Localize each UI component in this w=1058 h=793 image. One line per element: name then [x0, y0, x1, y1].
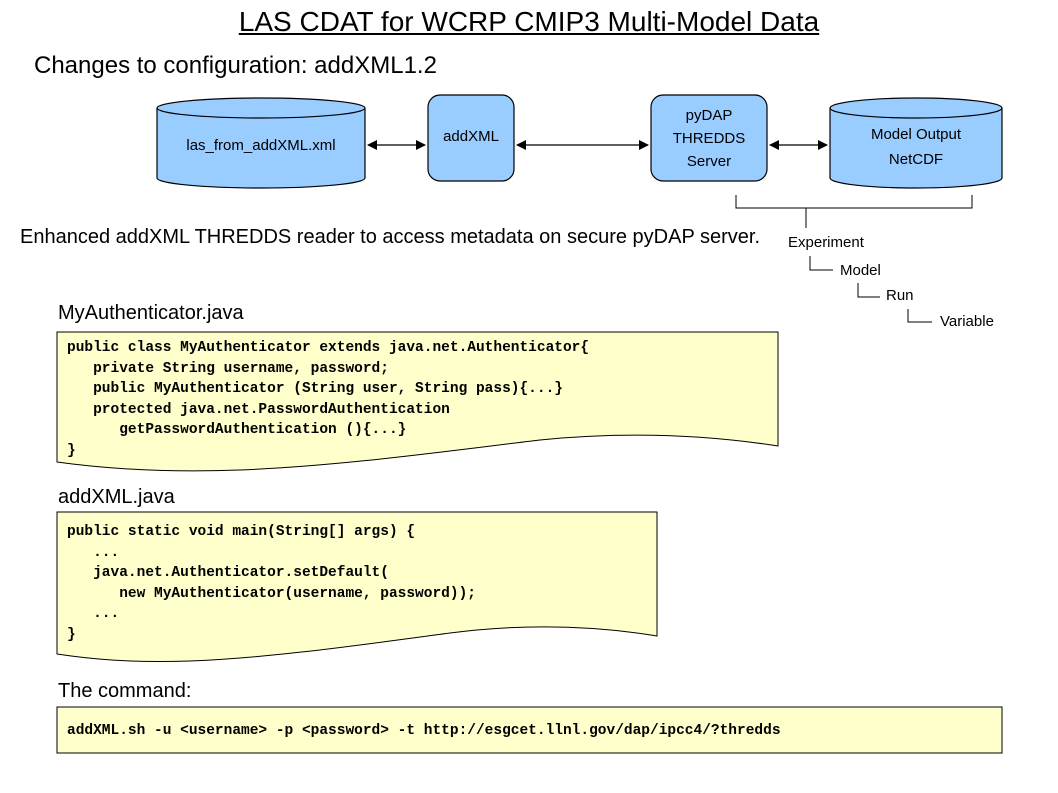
- model-output-label: Model Output NetCDF: [830, 122, 1002, 172]
- model-output-label-line-2: NetCDF: [888, 151, 944, 168]
- hierarchy-variable: Variable: [940, 313, 994, 330]
- command-code: addXML.sh -u <username> -p <password> -t…: [67, 723, 781, 739]
- server-box: [650, 94, 768, 182]
- las-file-cylinder: [156, 97, 366, 189]
- server-label-line-2: THREDDS: [672, 130, 746, 147]
- las-file-label: las_from_addXML.xml: [186, 137, 336, 154]
- code-box-addxml-shape: [56, 511, 658, 663]
- tree-connector-variable: [907, 309, 932, 323]
- hierarchy-run: Run: [886, 287, 914, 304]
- authenticator-file-label: MyAuthenticator.java: [58, 302, 244, 324]
- server-label: pyDAP THREDDS Server: [651, 104, 767, 173]
- server-label-line-3: Server: [686, 153, 732, 170]
- hierarchy-model: Model: [840, 262, 881, 279]
- addxml-label: addXML: [443, 128, 499, 145]
- model-output-cylinder: [829, 97, 1003, 189]
- description-text: Enhanced addXML THREDDS reader to access…: [20, 226, 761, 248]
- hierarchy-bracket: [735, 195, 973, 228]
- addxml-code: public static void main(String[] args) {…: [67, 524, 476, 643]
- authenticator-code: public class MyAuthenticator extends jav…: [67, 340, 590, 459]
- page-title: LAS CDAT for WCRP CMIP3 Multi-Model Data: [238, 6, 820, 37]
- tree-connector-model: [809, 256, 833, 271]
- command-label: The command:: [58, 680, 192, 702]
- model-output-label-line-1: Model Output: [870, 126, 962, 143]
- addxml-file-label: addXML.java: [58, 486, 175, 508]
- server-label-line-1: pyDAP: [685, 107, 733, 124]
- code-box-authenticator-shape: [56, 331, 779, 472]
- page-subtitle: Changes to configuration: addXML1.2: [34, 52, 437, 79]
- code-box-command-shape: [56, 706, 1003, 754]
- addxml-box: [427, 94, 515, 182]
- tree-connector-run: [857, 283, 880, 298]
- hierarchy-experiment: Experiment: [788, 234, 864, 251]
